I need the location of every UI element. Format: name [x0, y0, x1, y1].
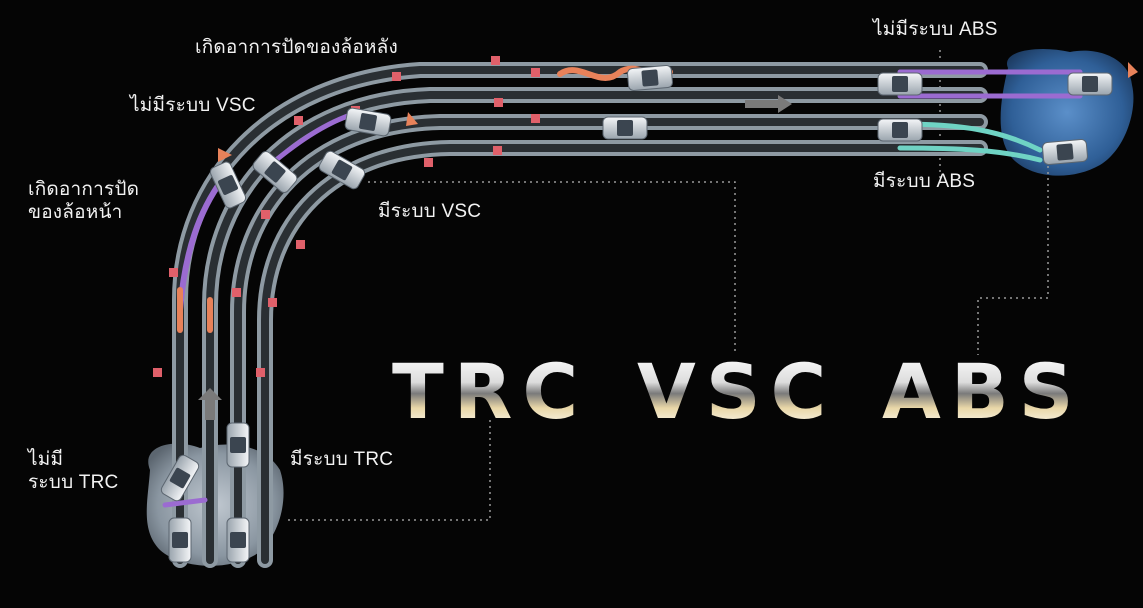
car-icon	[877, 72, 923, 96]
cone-marker	[153, 368, 162, 377]
car-icon	[602, 116, 648, 140]
cone-marker	[531, 68, 540, 77]
car-icon	[226, 422, 250, 468]
car-icon	[252, 150, 298, 194]
system-title: TRC VSC ABS	[392, 352, 1092, 432]
flag-icon	[406, 112, 418, 126]
title-vsc: VSC	[637, 347, 837, 436]
cone-marker	[493, 146, 502, 155]
skid-trail-no-trc	[162, 497, 208, 508]
car-icon	[627, 65, 673, 91]
car-icon	[1067, 72, 1113, 96]
title-abs: ABS	[882, 347, 1084, 436]
label-with-vsc: มีระบบ VSC	[378, 201, 482, 222]
car-icon	[226, 517, 250, 563]
label-no-vsc: ไม่มีระบบ VSC	[130, 95, 256, 116]
leader-lines	[285, 50, 1049, 521]
cone-marker	[232, 288, 241, 297]
cone-marker	[392, 72, 401, 81]
car-icon	[877, 118, 923, 142]
label-with-abs: มีระบบ ABS	[873, 171, 976, 192]
flag-markers	[218, 62, 1138, 162]
arrow-right-icon	[745, 95, 792, 113]
cone-marker	[268, 298, 277, 307]
road-lane-3	[230, 114, 988, 568]
cone-marker	[491, 56, 500, 65]
car-icon	[318, 150, 366, 190]
arrow-up-icon	[198, 388, 222, 420]
skid-trails	[162, 65, 1083, 508]
label-front-wheel-skid: เกิดอาการปัด ของล้อหน้า	[28, 179, 140, 223]
flag-icon	[218, 148, 232, 162]
car-icon	[1042, 139, 1088, 165]
cone-marker	[169, 268, 178, 277]
cone-marker	[294, 116, 303, 125]
car-icon	[160, 454, 200, 502]
cone-marker	[531, 114, 540, 123]
cone-marker	[296, 240, 305, 249]
flag-icon	[1128, 62, 1138, 78]
cone-marker	[494, 98, 503, 107]
car-icon	[209, 161, 247, 209]
car-icon	[168, 517, 192, 563]
label-with-trc: มีระบบ TRC	[290, 449, 394, 470]
cone-marker	[256, 368, 265, 377]
label-no-trc: ไม่มี ระบบ TRC	[28, 449, 119, 493]
cone-marker	[261, 210, 270, 219]
label-rear-wheel-skid: เกิดอาการปัดของล้อหลัง	[195, 37, 398, 58]
title-trc: TRC	[392, 347, 589, 436]
car-icon	[344, 107, 392, 137]
cars	[160, 65, 1113, 563]
label-no-abs: ไม่มีระบบ ABS	[873, 19, 998, 40]
direction-arrows	[198, 95, 792, 420]
skid-trail-with-abs-2	[897, 145, 1043, 163]
cone-marker	[424, 158, 433, 167]
